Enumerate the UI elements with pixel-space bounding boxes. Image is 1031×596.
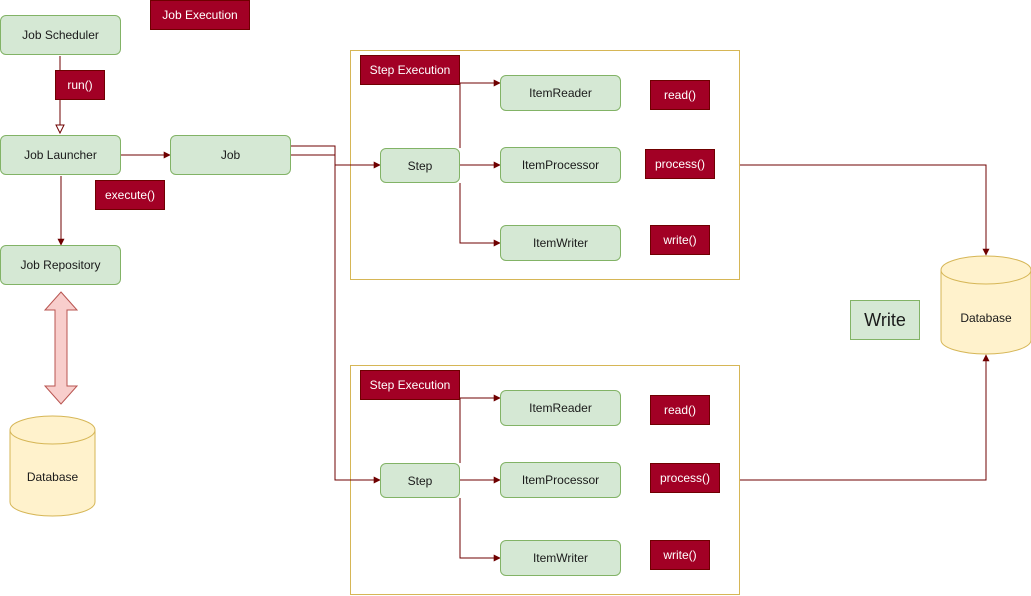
execute-tag: execute(): [95, 180, 165, 210]
edge-step2-reader: [459, 394, 501, 463]
write-tag-2: write(): [650, 540, 710, 570]
edge-job-step-2: [291, 145, 381, 484]
step-execution-tag-2: Step Execution: [360, 370, 460, 400]
read-tag-2: read(): [650, 395, 710, 425]
left-database-label: Database: [26, 470, 79, 484]
edge-step2-writer: [459, 498, 501, 562]
job-scheduler-node[interactable]: Job Scheduler: [0, 15, 121, 55]
job-repository-node[interactable]: Job Repository: [0, 245, 121, 285]
write-tag-1: write(): [650, 225, 710, 255]
edge-frame2-database: [740, 354, 990, 481]
write-label-box: Write: [850, 300, 920, 340]
process-tag-2: process(): [650, 463, 720, 493]
edge-step1-writer: [459, 183, 501, 247]
process-tag-1: process(): [645, 149, 715, 179]
item-processor-node-1[interactable]: ItemProcessor: [500, 147, 621, 183]
right-database-label: Database: [960, 310, 1012, 325]
job-launcher-node[interactable]: Job Launcher: [0, 135, 121, 175]
item-reader-node-1[interactable]: ItemReader: [500, 75, 621, 111]
edge-frame1-database: [740, 164, 990, 256]
left-database-cylinder: [9, 415, 96, 517]
step-node-1[interactable]: Step: [380, 148, 460, 183]
run-tag: run(): [55, 70, 105, 100]
item-writer-node-1[interactable]: ItemWriter: [500, 225, 621, 261]
item-reader-node-2[interactable]: ItemReader: [500, 390, 621, 426]
read-tag-1: read(): [650, 80, 710, 110]
step-node-2[interactable]: Step: [380, 463, 460, 498]
right-database-cylinder: [940, 255, 1031, 355]
job-node[interactable]: Job: [170, 135, 291, 175]
bidirectional-arrow: [43, 291, 79, 405]
hollow-arrowhead: [55, 124, 65, 135]
step-execution-tag-1: Step Execution: [360, 55, 460, 85]
job-execution-tag: Job Execution: [150, 0, 250, 30]
item-processor-node-2[interactable]: ItemProcessor: [500, 462, 621, 498]
edge-step1-reader: [459, 79, 501, 148]
item-writer-node-2[interactable]: ItemWriter: [500, 540, 621, 576]
